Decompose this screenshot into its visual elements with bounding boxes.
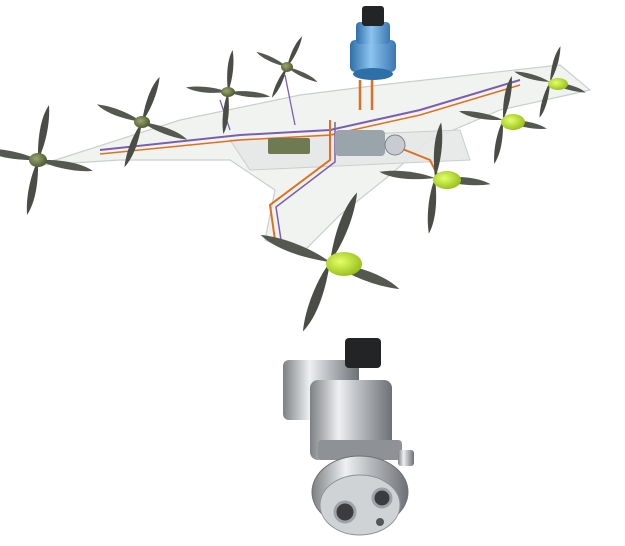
rotor-right-1 <box>502 34 598 130</box>
flight-controller <box>268 130 406 156</box>
silver-servo-actuator-icon <box>283 338 414 536</box>
rotor-left-4 <box>240 20 334 114</box>
rotor-left-3 <box>179 43 277 141</box>
rotor-right-2 <box>448 65 558 175</box>
rotor-front <box>231 163 429 361</box>
rotor-left-2 <box>77 57 207 187</box>
rotor-right-3 <box>370 113 500 243</box>
blue-servo-actuator-icon <box>350 6 396 80</box>
rotor-left-1 <box>0 91 107 229</box>
